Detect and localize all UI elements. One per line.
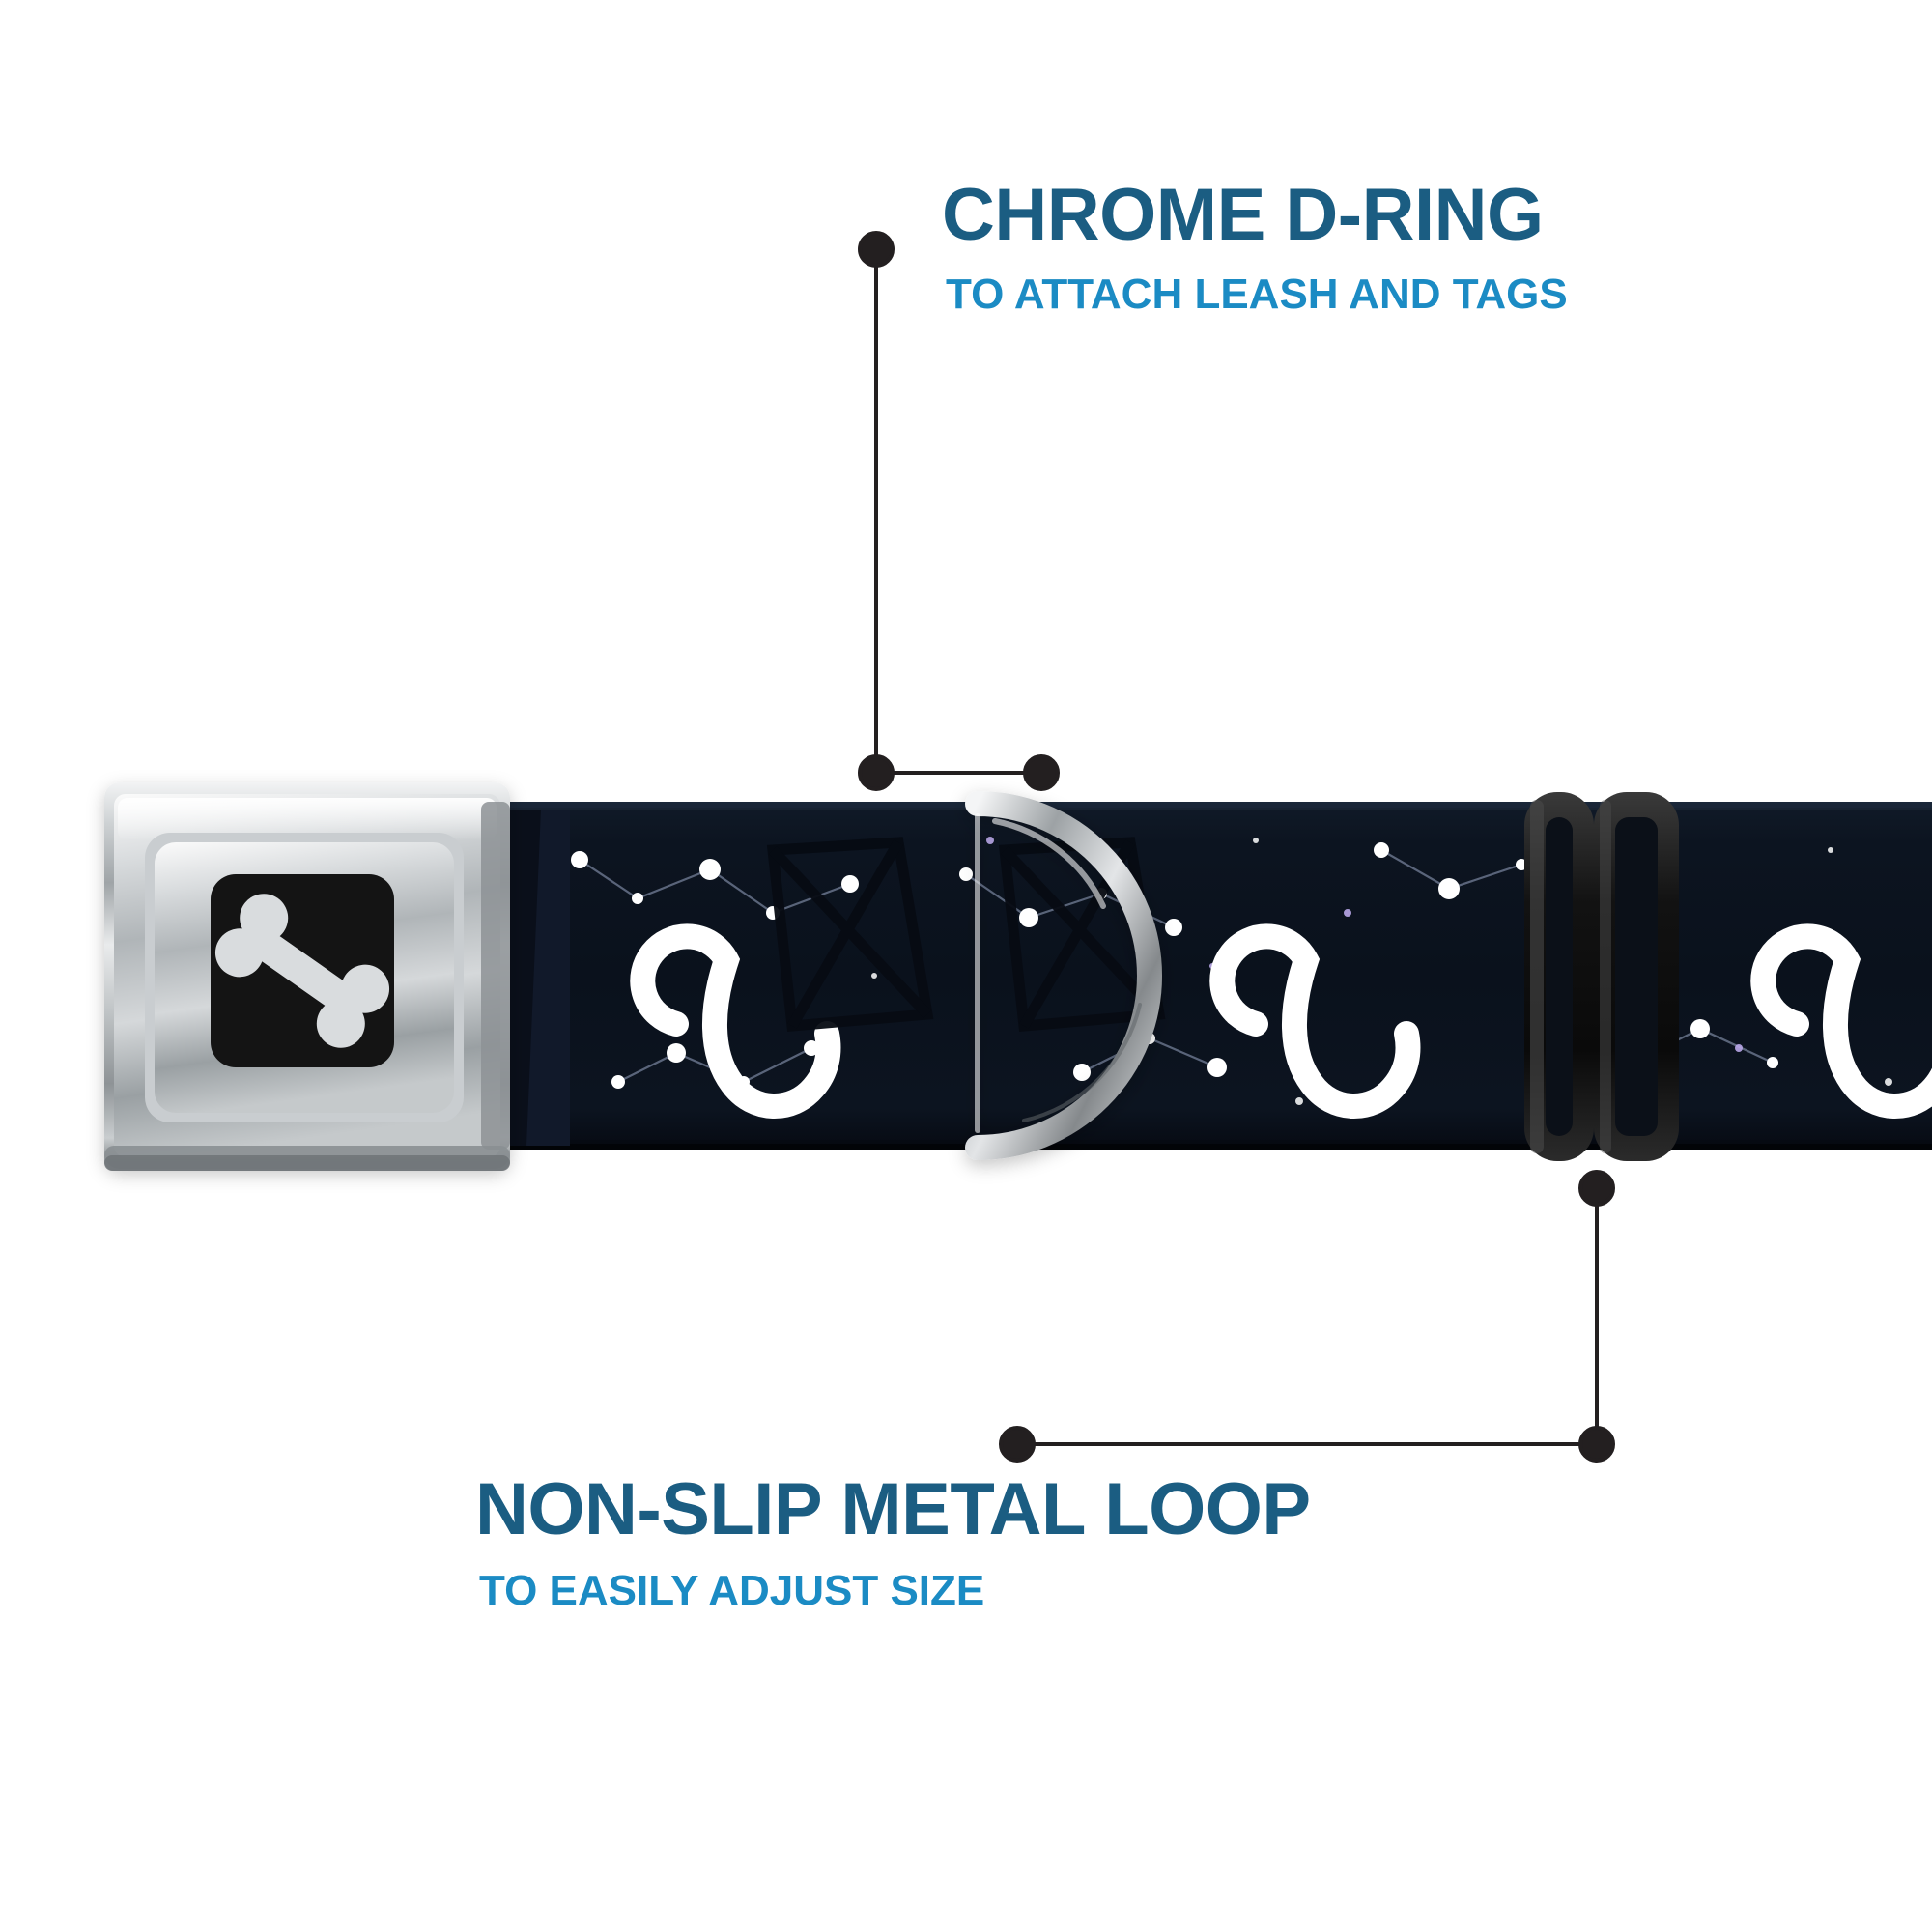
callout-chrome-d-ring-headline: CHROME D-RING [942, 174, 1544, 256]
callout-chrome-d-ring: CHROME D-RING TO ATTACH LEASH AND TAGS [942, 179, 1568, 316]
seatbelt-buckle [104, 782, 570, 1171]
callout-non-slip-metal-loop: NON-SLIP METAL LOOP TO EASILY ADJUST SIZ… [475, 1473, 1311, 1612]
callout-non-slip-metal-loop-subline: TO EASILY ADJUST SIZE [479, 1567, 985, 1614]
dog-bone-icon [214, 894, 390, 1048]
webbing-strap [502, 802, 1932, 1150]
callout-chrome-d-ring-subline: TO ATTACH LEASH AND TAGS [946, 270, 1568, 318]
metal-loop [1524, 792, 1679, 1161]
callout-non-slip-metal-loop-headline: NON-SLIP METAL LOOP [475, 1468, 1311, 1550]
d-ring [965, 791, 1162, 1160]
